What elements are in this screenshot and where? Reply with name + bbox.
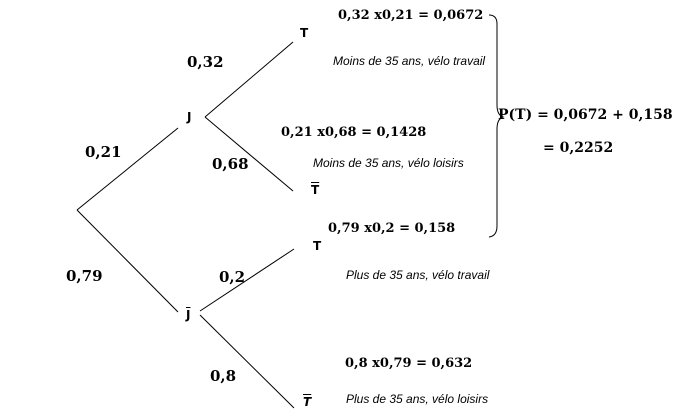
node-J: J bbox=[187, 110, 192, 124]
description-3: Plus de 35 ans, vélo travail bbox=[346, 268, 490, 282]
branch-Jbar-T bbox=[199, 248, 295, 312]
branch-J-T bbox=[204, 41, 294, 118]
node-Jbar: J bbox=[186, 308, 191, 322]
total-probability-line-2: = 0,2252 bbox=[543, 140, 614, 156]
branch-prob-J-T: 0,32 bbox=[187, 53, 224, 71]
branch-root-J bbox=[76, 127, 179, 211]
branch-Jbar-Tbar bbox=[199, 314, 295, 409]
description-4: Plus de 35 ans, vélo loisirs bbox=[346, 392, 489, 406]
description-1: Moins de 35 ans, vélo travail bbox=[333, 54, 486, 68]
node-Tbar-2: T bbox=[303, 395, 312, 409]
sum-brace bbox=[488, 14, 505, 238]
branch-prob-root-Jbar: 0,79 bbox=[66, 267, 103, 285]
branch-prob-Jbar-T: 0,2 bbox=[219, 268, 246, 286]
branch-prob-J-Tbar: 0,68 bbox=[212, 155, 249, 173]
branch-root-Jbar bbox=[76, 209, 179, 313]
node-Tbar-1: T bbox=[311, 183, 320, 197]
total-probability-line-1: P(T) = 0,0672 + 0,158 bbox=[498, 107, 673, 123]
product-1: 0,32 x0,21 = 0,0672 bbox=[338, 8, 484, 23]
product-2: 0,21 x0,68 = 0,1428 bbox=[281, 125, 427, 140]
product-3: 0,79 x0,2 = 0,158 bbox=[328, 221, 456, 236]
node-T-1: T bbox=[300, 26, 309, 40]
node-T-2: T bbox=[313, 239, 322, 253]
branch-prob-root-J: 0,21 bbox=[85, 143, 122, 161]
branch-J-Tbar bbox=[204, 116, 294, 192]
product-4: 0,8 x0,79 = 0,632 bbox=[345, 356, 473, 371]
branch-prob-Jbar-Tbar: 0,8 bbox=[210, 367, 237, 385]
description-2: Moins de 35 ans, vélo loisirs bbox=[313, 156, 464, 170]
